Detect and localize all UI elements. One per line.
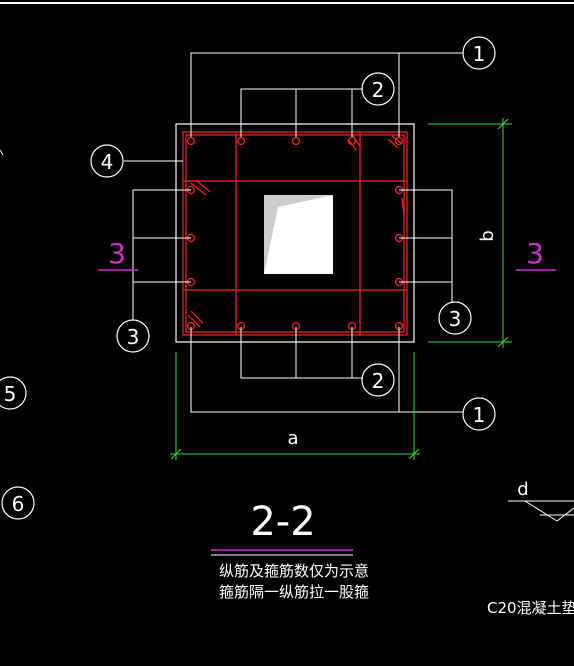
callout-1-top: 1 bbox=[462, 36, 496, 70]
callout-4: 4 bbox=[90, 144, 124, 178]
section-title: 2-2 bbox=[250, 499, 315, 545]
section-mark-left: 3 bbox=[98, 237, 138, 271]
callout-1-top-label: 1 bbox=[473, 42, 486, 66]
leader-lines bbox=[124, 52, 463, 413]
rebar-dot bbox=[236, 136, 246, 146]
section-mark-left-label: 3 bbox=[108, 237, 126, 270]
callout-1-bottom-label: 1 bbox=[473, 403, 486, 427]
callout-2-top: 2 bbox=[361, 72, 395, 106]
callout-3-left-label: 3 bbox=[127, 325, 140, 349]
dimension-b-label: b bbox=[477, 230, 498, 241]
callout-5: 5 bbox=[0, 376, 27, 410]
callout-3-right-label: 3 bbox=[449, 307, 462, 331]
embedded-steel-section bbox=[264, 195, 333, 274]
edge-tick bbox=[0, 149, 4, 156]
detail-caption: C20混凝土垫层 bbox=[487, 599, 574, 617]
stirrups bbox=[182, 131, 408, 336]
callout-2-top-label: 2 bbox=[372, 78, 385, 102]
rebar-dot bbox=[291, 136, 301, 146]
dimension-b bbox=[428, 118, 512, 348]
foundation-detail-partial bbox=[508, 500, 574, 522]
callout-6: 6 bbox=[1, 486, 35, 520]
callout-4-label: 4 bbox=[101, 150, 114, 174]
callout-3-left: 3 bbox=[116, 319, 150, 353]
rebar-dot bbox=[186, 136, 196, 146]
rebar-dot bbox=[347, 136, 357, 146]
dimension-a-label: a bbox=[287, 428, 298, 449]
rebar-dot bbox=[394, 136, 404, 146]
section-mark-right-label: 3 bbox=[526, 237, 544, 270]
callout-5-label: 5 bbox=[4, 382, 17, 406]
callout-3-right: 3 bbox=[438, 301, 472, 335]
callout-6-label: 6 bbox=[12, 492, 25, 516]
stirrup-hooks bbox=[187, 135, 405, 328]
callout-2-bottom-label: 2 bbox=[372, 369, 385, 393]
callout-1-bottom: 1 bbox=[462, 397, 496, 431]
callout-2-bottom: 2 bbox=[361, 363, 395, 397]
note-line-2: 箍筋隔一纵筋拉一股箍 bbox=[219, 583, 369, 601]
dimension-a bbox=[170, 352, 420, 460]
column-outline bbox=[175, 123, 415, 343]
section-mark-right: 3 bbox=[516, 237, 556, 271]
detail-label-d: d bbox=[517, 479, 528, 500]
note-line-1: 纵筋及箍筋数仅为示意 bbox=[219, 562, 369, 580]
